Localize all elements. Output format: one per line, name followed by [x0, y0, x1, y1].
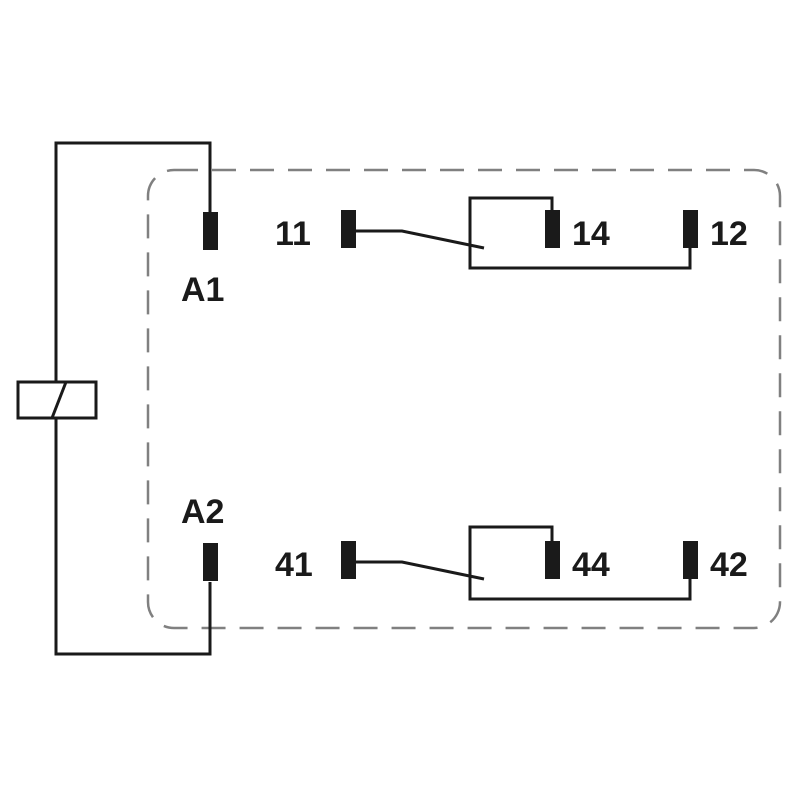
relay-housing-outline: [146, 168, 782, 630]
terminal-pin-12: [683, 210, 698, 248]
terminal-pin-42: [683, 541, 698, 579]
switch-arm-1: [356, 229, 485, 250]
label-41: 41: [275, 546, 313, 584]
terminal-pin-14: [545, 210, 560, 248]
terminal-pin-11: [341, 210, 356, 248]
no-contact-wire-1: [468, 196, 554, 236]
coil-wire-a2: [54, 418, 212, 656]
nc-contact-wire-1: [468, 236, 692, 270]
coil-diagonal: [50, 381, 68, 419]
label-11: 11: [275, 215, 311, 253]
switch-arm-2: [356, 560, 485, 581]
coil-wire-a1: [54, 141, 212, 382]
label-44: 44: [572, 546, 610, 584]
terminal-pin-a1: [203, 212, 218, 250]
coil-symbol: [16, 380, 98, 420]
contact-set-1: [341, 196, 698, 270]
no-contact-wire-2: [468, 525, 554, 567]
label-a2: A2: [181, 493, 224, 531]
terminal-pin-41: [341, 541, 356, 579]
label-a1: A1: [181, 271, 224, 309]
contact-set-2: [341, 525, 698, 601]
label-14: 14: [572, 215, 610, 253]
coil-circuit: [16, 141, 212, 656]
nc-contact-wire-2: [468, 567, 692, 601]
label-12: 12: [710, 215, 748, 253]
terminal-pin-a2: [203, 543, 218, 581]
label-42: 42: [710, 546, 748, 584]
terminal-pin-44: [545, 541, 560, 579]
